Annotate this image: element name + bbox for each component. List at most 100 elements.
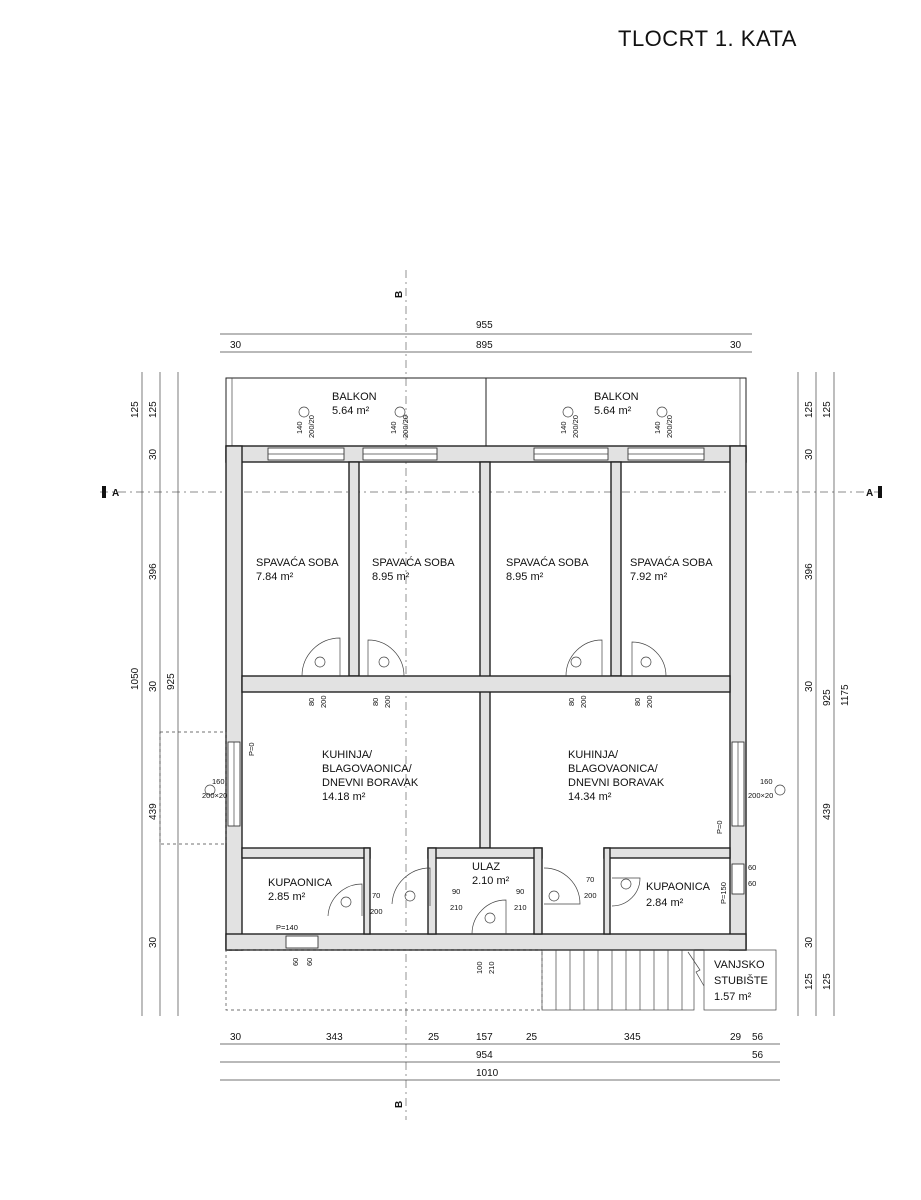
- bath-win-left-sill: P=140: [276, 923, 298, 932]
- dim-bottom-6: 29: [730, 1032, 742, 1043]
- room-balkon-right-name: BALKON: [594, 391, 639, 403]
- dim-right-mid: 925: [822, 689, 833, 706]
- dim-left-mid: 925: [166, 673, 177, 690]
- dim-left-seg-2: 30: [148, 448, 159, 460]
- win3-width: 140: [559, 421, 568, 434]
- win-right-width: 160: [760, 777, 773, 786]
- room-kuhinja-right-area: 14.34 m²: [568, 791, 612, 803]
- room-balkon-left-area: 5.64 m²: [332, 405, 370, 417]
- dim-right-seg-3: 396: [804, 563, 815, 580]
- door-kuh-left-width: 90: [452, 887, 460, 896]
- dim-bottom-total: 1010: [476, 1068, 499, 1079]
- bath-win-right-w: 60: [748, 863, 756, 872]
- sill-right: P=0: [715, 820, 724, 834]
- door2-height: 200: [383, 695, 392, 708]
- dim-right-seg-5: 439: [822, 803, 833, 820]
- top-windows: [267, 447, 705, 461]
- win2-size: 200/20: [401, 415, 410, 438]
- dim-left-seg-5: 439: [148, 803, 159, 820]
- dim-bottom-2: 25: [428, 1032, 440, 1043]
- room-kupaonica-right-area: 2.84 m²: [646, 897, 684, 909]
- entrance-door-height: 210: [487, 961, 496, 974]
- room-kuhinja-left-line3: DNEVNI BORAVAK: [322, 777, 419, 789]
- room-soba3-name: SPAVAĆA SOBA: [506, 556, 589, 569]
- dim-left-seg-4: 30: [148, 680, 159, 692]
- door1-width: 80: [307, 698, 316, 706]
- room-soba4-area: 7.92 m²: [630, 571, 668, 583]
- dim-bottom-0: 30: [230, 1032, 242, 1043]
- room-soba1-name: SPAVAĆA SOBA: [256, 556, 339, 569]
- dim-bottom-56: 56: [752, 1050, 764, 1061]
- dim-right-seg-1: 125: [822, 401, 833, 418]
- win-left-size: 200×20: [202, 791, 227, 800]
- win-left-width: 160: [212, 777, 225, 786]
- sill-left: P=0: [247, 742, 256, 756]
- room-kuhinja-right-line1: KUHINJA/: [568, 749, 619, 761]
- dim-right-seg-2: 30: [804, 448, 815, 460]
- room-stubiste-line2: STUBIŠTE: [714, 974, 768, 987]
- win1-size: 200/20: [307, 415, 316, 438]
- room-soba1-area: 7.84 m²: [256, 571, 294, 583]
- dim-top-inner: 895: [476, 340, 493, 351]
- win4-width: 140: [653, 421, 662, 434]
- room-kupaonica-left-area: 2.85 m²: [268, 891, 306, 903]
- external-staircase: [541, 949, 777, 1011]
- bath-win-left-w: 60: [291, 958, 300, 966]
- room-kuhinja-left-area: 14.18 m²: [322, 791, 366, 803]
- dim-right-seg-0: 125: [804, 401, 815, 418]
- door3-height: 200: [579, 695, 588, 708]
- dim-right-seg-6: 30: [804, 936, 815, 948]
- room-soba4-name: SPAVAĆA SOBA: [630, 556, 713, 569]
- bath-win-left-h: 60: [305, 958, 314, 966]
- dim-bottom-954: 954: [476, 1050, 493, 1061]
- door4-height: 200: [645, 695, 654, 708]
- dim-left-seg-1: 125: [148, 401, 159, 418]
- room-kuhinja-right-line3: DNEVNI BORAVAK: [568, 777, 665, 789]
- room-kuhinja-right-line2: BLAGOVAONICA/: [568, 763, 659, 775]
- drawing-title: TLOCRT 1. KATA: [618, 26, 797, 51]
- room-ulaz-area: 2.10 m²: [472, 875, 510, 887]
- door-kuh-right-width: 90: [516, 887, 524, 896]
- room-kuhinja-left-line1: KUHINJA/: [322, 749, 373, 761]
- room-stubiste-area: 1.57 m²: [714, 991, 752, 1003]
- door-kuh-right-height: 210: [514, 903, 527, 912]
- room-balkon-left-name: BALKON: [332, 391, 377, 403]
- bath-win-right-sill: P=150: [719, 882, 728, 904]
- room-soba2-area: 8.95 m²: [372, 571, 410, 583]
- entrance-door-width: 100: [475, 961, 484, 974]
- door2-width: 80: [371, 698, 380, 706]
- dim-bottom-7: 56: [752, 1032, 764, 1043]
- room-stubiste-line1: VANJSKO: [714, 959, 765, 971]
- section-mark-b-top: B: [394, 291, 405, 298]
- room-kupaonica-left-name: KUPAONICA: [268, 877, 333, 889]
- dim-right-outer: 1175: [840, 684, 851, 706]
- door-kup-right-height: 200: [584, 891, 597, 900]
- win2-width: 140: [389, 421, 398, 434]
- door-kup-right-width: 70: [586, 875, 594, 884]
- bath-win-right-h: 60: [748, 879, 756, 888]
- door-kup-left-height: 200: [370, 907, 383, 916]
- door1-height: 200: [319, 695, 328, 708]
- win1-width: 140: [295, 421, 304, 434]
- dim-bottom-4: 25: [526, 1032, 538, 1043]
- dimension-lines: [141, 333, 835, 1081]
- dim-right-seg-4: 30: [804, 680, 815, 692]
- section-mark-a-right: A: [866, 488, 873, 499]
- win4-size: 200/20: [665, 415, 674, 438]
- dim-left-seg-3: 396: [148, 563, 159, 580]
- dim-bottom-5: 345: [624, 1032, 641, 1043]
- dim-right-seg-7: 125: [804, 973, 815, 990]
- room-kupaonica-right-name: KUPAONICA: [646, 881, 711, 893]
- door3-width: 80: [567, 698, 576, 706]
- dim-left-outer: 1050: [130, 667, 141, 690]
- dim-left-seg-6: 30: [148, 936, 159, 948]
- room-kuhinja-left-line2: BLAGOVAONICA/: [322, 763, 413, 775]
- room-soba2-name: SPAVAĆA SOBA: [372, 556, 455, 569]
- win3-size: 200/20: [571, 415, 580, 438]
- dim-left-seg-0: 125: [130, 401, 141, 418]
- dim-bottom-3: 157: [476, 1032, 493, 1043]
- dim-right-seg-8: 125: [822, 973, 833, 990]
- room-ulaz-name: ULAZ: [472, 861, 500, 873]
- section-mark-b-bottom: B: [394, 1101, 405, 1108]
